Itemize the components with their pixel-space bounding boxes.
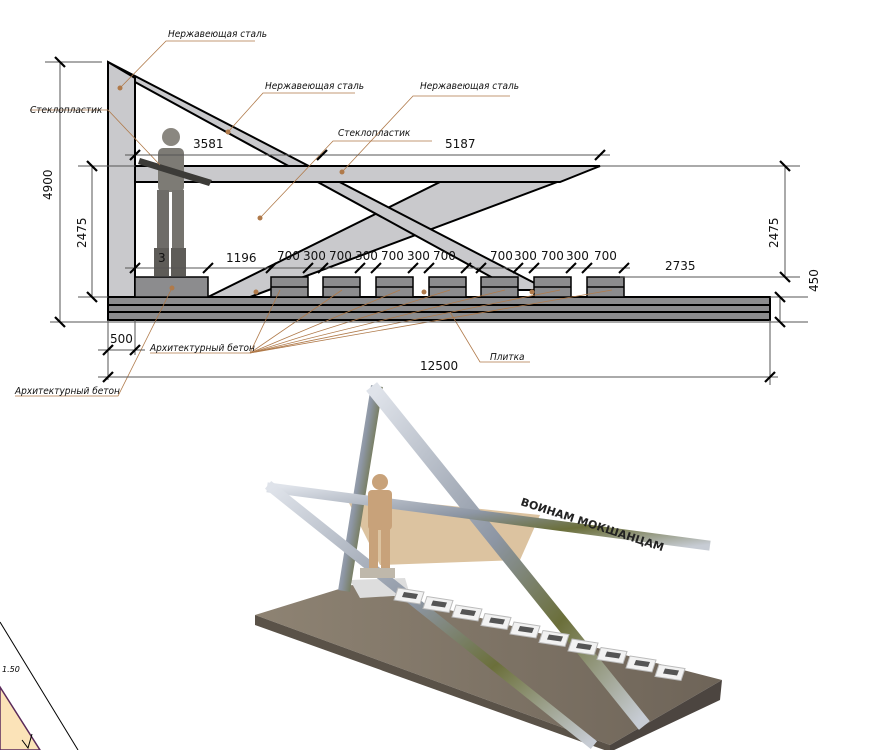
dim-bar-height-left: 2475 xyxy=(75,217,89,248)
dim-block-segment: 300 xyxy=(514,249,537,263)
dim-total-height: 4900 xyxy=(41,169,55,200)
site-plan-fragment: 1.50 xyxy=(0,621,79,750)
block-dimension-ticks xyxy=(129,262,630,274)
soldier-statue xyxy=(138,128,212,276)
dim-block-segment: 700 xyxy=(277,249,300,263)
dim-pedestal: 3 xyxy=(158,251,166,265)
label-tile: Плитка xyxy=(490,352,525,363)
monument-render: ВОИНАМ МОКШАНЦАМ xyxy=(255,382,722,750)
dim-block-segment: 700 xyxy=(541,249,564,263)
dimension-ticks xyxy=(54,56,791,383)
leader-dots xyxy=(117,85,535,295)
dim-block-segment: 700 xyxy=(381,249,404,263)
tile-base xyxy=(107,296,771,321)
label-fiberglass-left: Стеклопластик xyxy=(30,105,103,116)
dim-offset: 500 xyxy=(110,332,133,346)
concrete-blocks xyxy=(270,276,625,298)
dim-gap-first: 1196 xyxy=(226,251,257,265)
dim-bar-height-right: 2475 xyxy=(767,217,781,248)
dim-block-segment: 300 xyxy=(407,249,430,263)
steel-frame xyxy=(107,60,601,298)
dim-right-span: 5187 xyxy=(445,137,476,151)
label-steel-top: Нержавеющая сталь xyxy=(168,29,267,40)
dim-block-segment: 700 xyxy=(490,249,513,263)
memorial-slabs xyxy=(393,587,686,682)
dim-left-span: 3581 xyxy=(193,137,224,151)
scale-label: 1.50 xyxy=(2,665,20,674)
label-steel-mid: Нержавеющая сталь xyxy=(265,81,364,92)
dim-block-segment: 300 xyxy=(303,249,326,263)
dim-block-segment: 300 xyxy=(355,249,378,263)
dim-block-segment: 700 xyxy=(329,249,352,263)
dim-block-segment: 300 xyxy=(566,249,589,263)
leader-lines xyxy=(15,40,613,397)
dim-total-width: 12500 xyxy=(420,359,458,373)
label-concrete-pedestal: Архитектурный бетон xyxy=(14,385,120,397)
dim-block-segment: 700 xyxy=(594,249,617,263)
dim-base-height: 450 xyxy=(807,269,821,292)
label-steel-right: Нержавеющая сталь xyxy=(420,81,519,92)
label-fiberglass-mid: Стеклопластик xyxy=(338,128,411,139)
dim-block-segment: 700 xyxy=(433,249,456,263)
soldier-figure-render xyxy=(360,474,395,578)
label-concrete-blocks: Архитектурный бетон xyxy=(149,342,255,354)
dim-right-gap: 2735 xyxy=(665,259,696,273)
